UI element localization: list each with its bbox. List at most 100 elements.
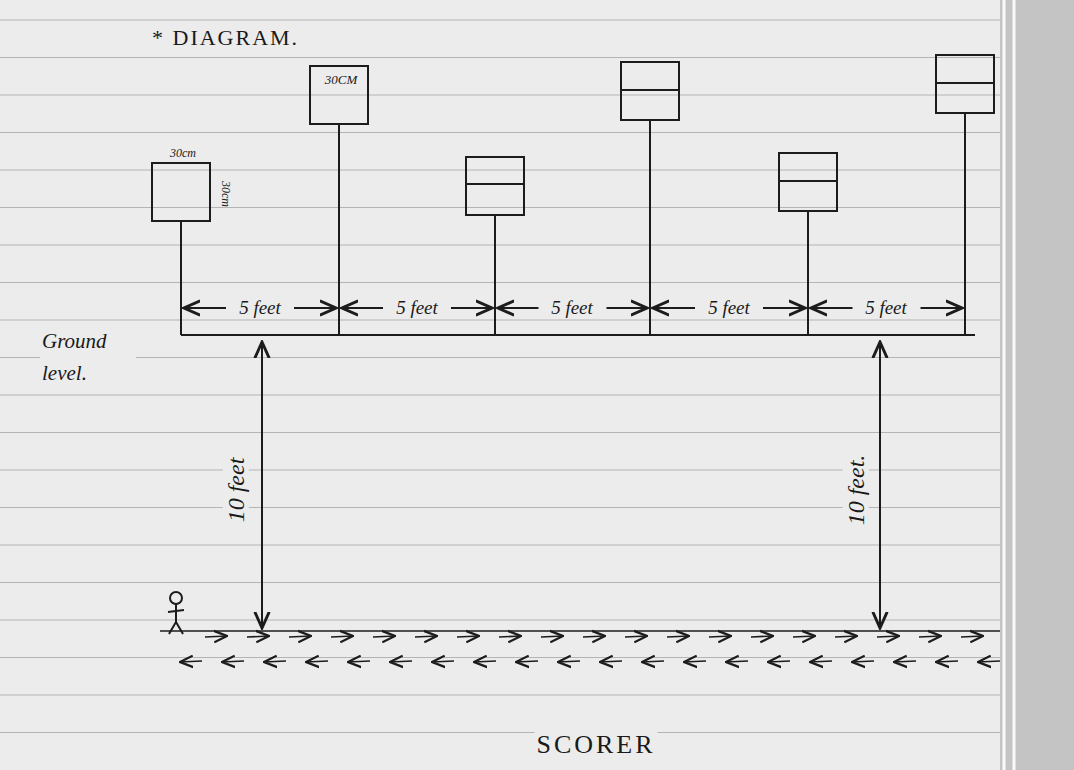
run-arrow — [835, 636, 857, 637]
pole — [964, 113, 966, 335]
run-arrow — [331, 636, 353, 637]
run-arrow — [457, 636, 479, 637]
box-mark — [466, 183, 524, 185]
ground-label: Ground level. — [40, 326, 136, 389]
run-arrow — [415, 636, 437, 637]
run-arrow — [751, 636, 773, 637]
pole — [494, 215, 496, 335]
box-mark — [936, 82, 994, 84]
target-box — [936, 55, 994, 113]
run-arrow — [793, 636, 815, 637]
run-arrow — [558, 661, 580, 662]
run-arrow — [264, 661, 286, 662]
run-arrow — [625, 636, 647, 637]
run-arrow — [919, 636, 941, 637]
size-label: 30cm — [218, 179, 231, 209]
ruled-line — [0, 94, 1000, 95]
run-arrow — [709, 636, 731, 637]
ruled-line — [0, 169, 1000, 170]
ruled-line — [0, 132, 1000, 133]
run-arrow — [583, 636, 605, 637]
ruled-line — [0, 244, 1000, 245]
dimension-arrow — [184, 307, 226, 309]
distance-dimension: 10 feet — [223, 456, 249, 525]
run-arrow — [205, 636, 227, 637]
ruled-line — [0, 732, 1000, 733]
dimension-arrow — [763, 307, 805, 309]
run-arrow — [306, 661, 328, 662]
run-arrow — [289, 636, 311, 637]
run-arrow — [961, 636, 983, 637]
pole — [180, 222, 182, 335]
target-box — [779, 153, 837, 211]
run-arrow — [978, 661, 1000, 662]
run-arrow — [348, 661, 370, 662]
dimension-arrow — [498, 307, 539, 309]
ruled-line — [0, 207, 1000, 208]
diagram-title: * DIAGRAM. — [150, 26, 301, 50]
pole — [338, 125, 340, 335]
size-label: 30cm — [168, 147, 198, 160]
spacing-dimension: 5 feet — [237, 298, 283, 319]
ground-line — [181, 334, 975, 336]
box-mark — [779, 180, 837, 182]
run-arrow — [373, 636, 395, 637]
run-arrow — [936, 661, 958, 662]
ruled-line — [0, 544, 1000, 545]
ruled-line — [0, 582, 1000, 583]
run-arrow — [894, 661, 916, 662]
ruled-line — [0, 432, 1000, 433]
page-margin — [1000, 0, 1074, 770]
run-arrow — [222, 661, 244, 662]
distance-dimension: 10 feet. — [843, 453, 869, 528]
dimension-arrow — [294, 307, 336, 309]
runner-figure — [168, 592, 184, 634]
target-box — [466, 157, 524, 215]
margin-line — [1003, 0, 1006, 770]
run-arrow — [726, 661, 748, 662]
ruled-line — [0, 394, 1000, 395]
dimension-arrow — [879, 342, 881, 628]
spacing-dimension: 5 feet — [549, 298, 595, 319]
dimension-arrow — [653, 307, 695, 309]
run-arrow — [600, 661, 622, 662]
ruled-line — [0, 282, 1000, 283]
box-mark — [621, 89, 679, 91]
spacing-dimension: 5 feet — [863, 298, 909, 319]
target-box: 30CM — [309, 65, 369, 125]
run-arrow — [642, 661, 664, 662]
lane-line — [160, 630, 1000, 632]
ruled-line — [0, 319, 1000, 320]
run-arrow — [247, 636, 269, 637]
dimension-arrow — [261, 342, 263, 628]
size-label: 30CM — [323, 73, 360, 87]
run-arrow — [810, 661, 832, 662]
run-arrow — [516, 661, 538, 662]
ruled-lines — [0, 20, 1000, 733]
run-arrow — [541, 636, 563, 637]
dimension-arrow — [342, 307, 383, 309]
target-box — [621, 62, 679, 120]
run-arrow — [474, 661, 496, 662]
dimension-arrow — [451, 307, 492, 309]
ruled-line — [0, 57, 1000, 58]
scorer-label: SCORER — [534, 731, 657, 760]
ruled-line — [0, 357, 1000, 358]
ruled-line — [0, 694, 1000, 695]
pole — [649, 120, 651, 335]
ruled-line — [0, 657, 1000, 658]
run-arrow — [768, 661, 790, 662]
spacing-dimension: 5 feet — [394, 298, 440, 319]
run-arrow — [390, 661, 412, 662]
run-arrow — [180, 661, 202, 662]
ruled-line — [0, 619, 1000, 620]
target-box: 30cm30cm — [151, 162, 211, 222]
dimension-arrow — [921, 307, 963, 309]
dimension-arrow — [607, 307, 648, 309]
margin-line — [1013, 0, 1016, 770]
spacing-dimension: 5 feet — [706, 298, 752, 319]
dimension-arrow — [811, 307, 853, 309]
ruled-line — [0, 19, 1000, 20]
run-arrow — [499, 636, 521, 637]
